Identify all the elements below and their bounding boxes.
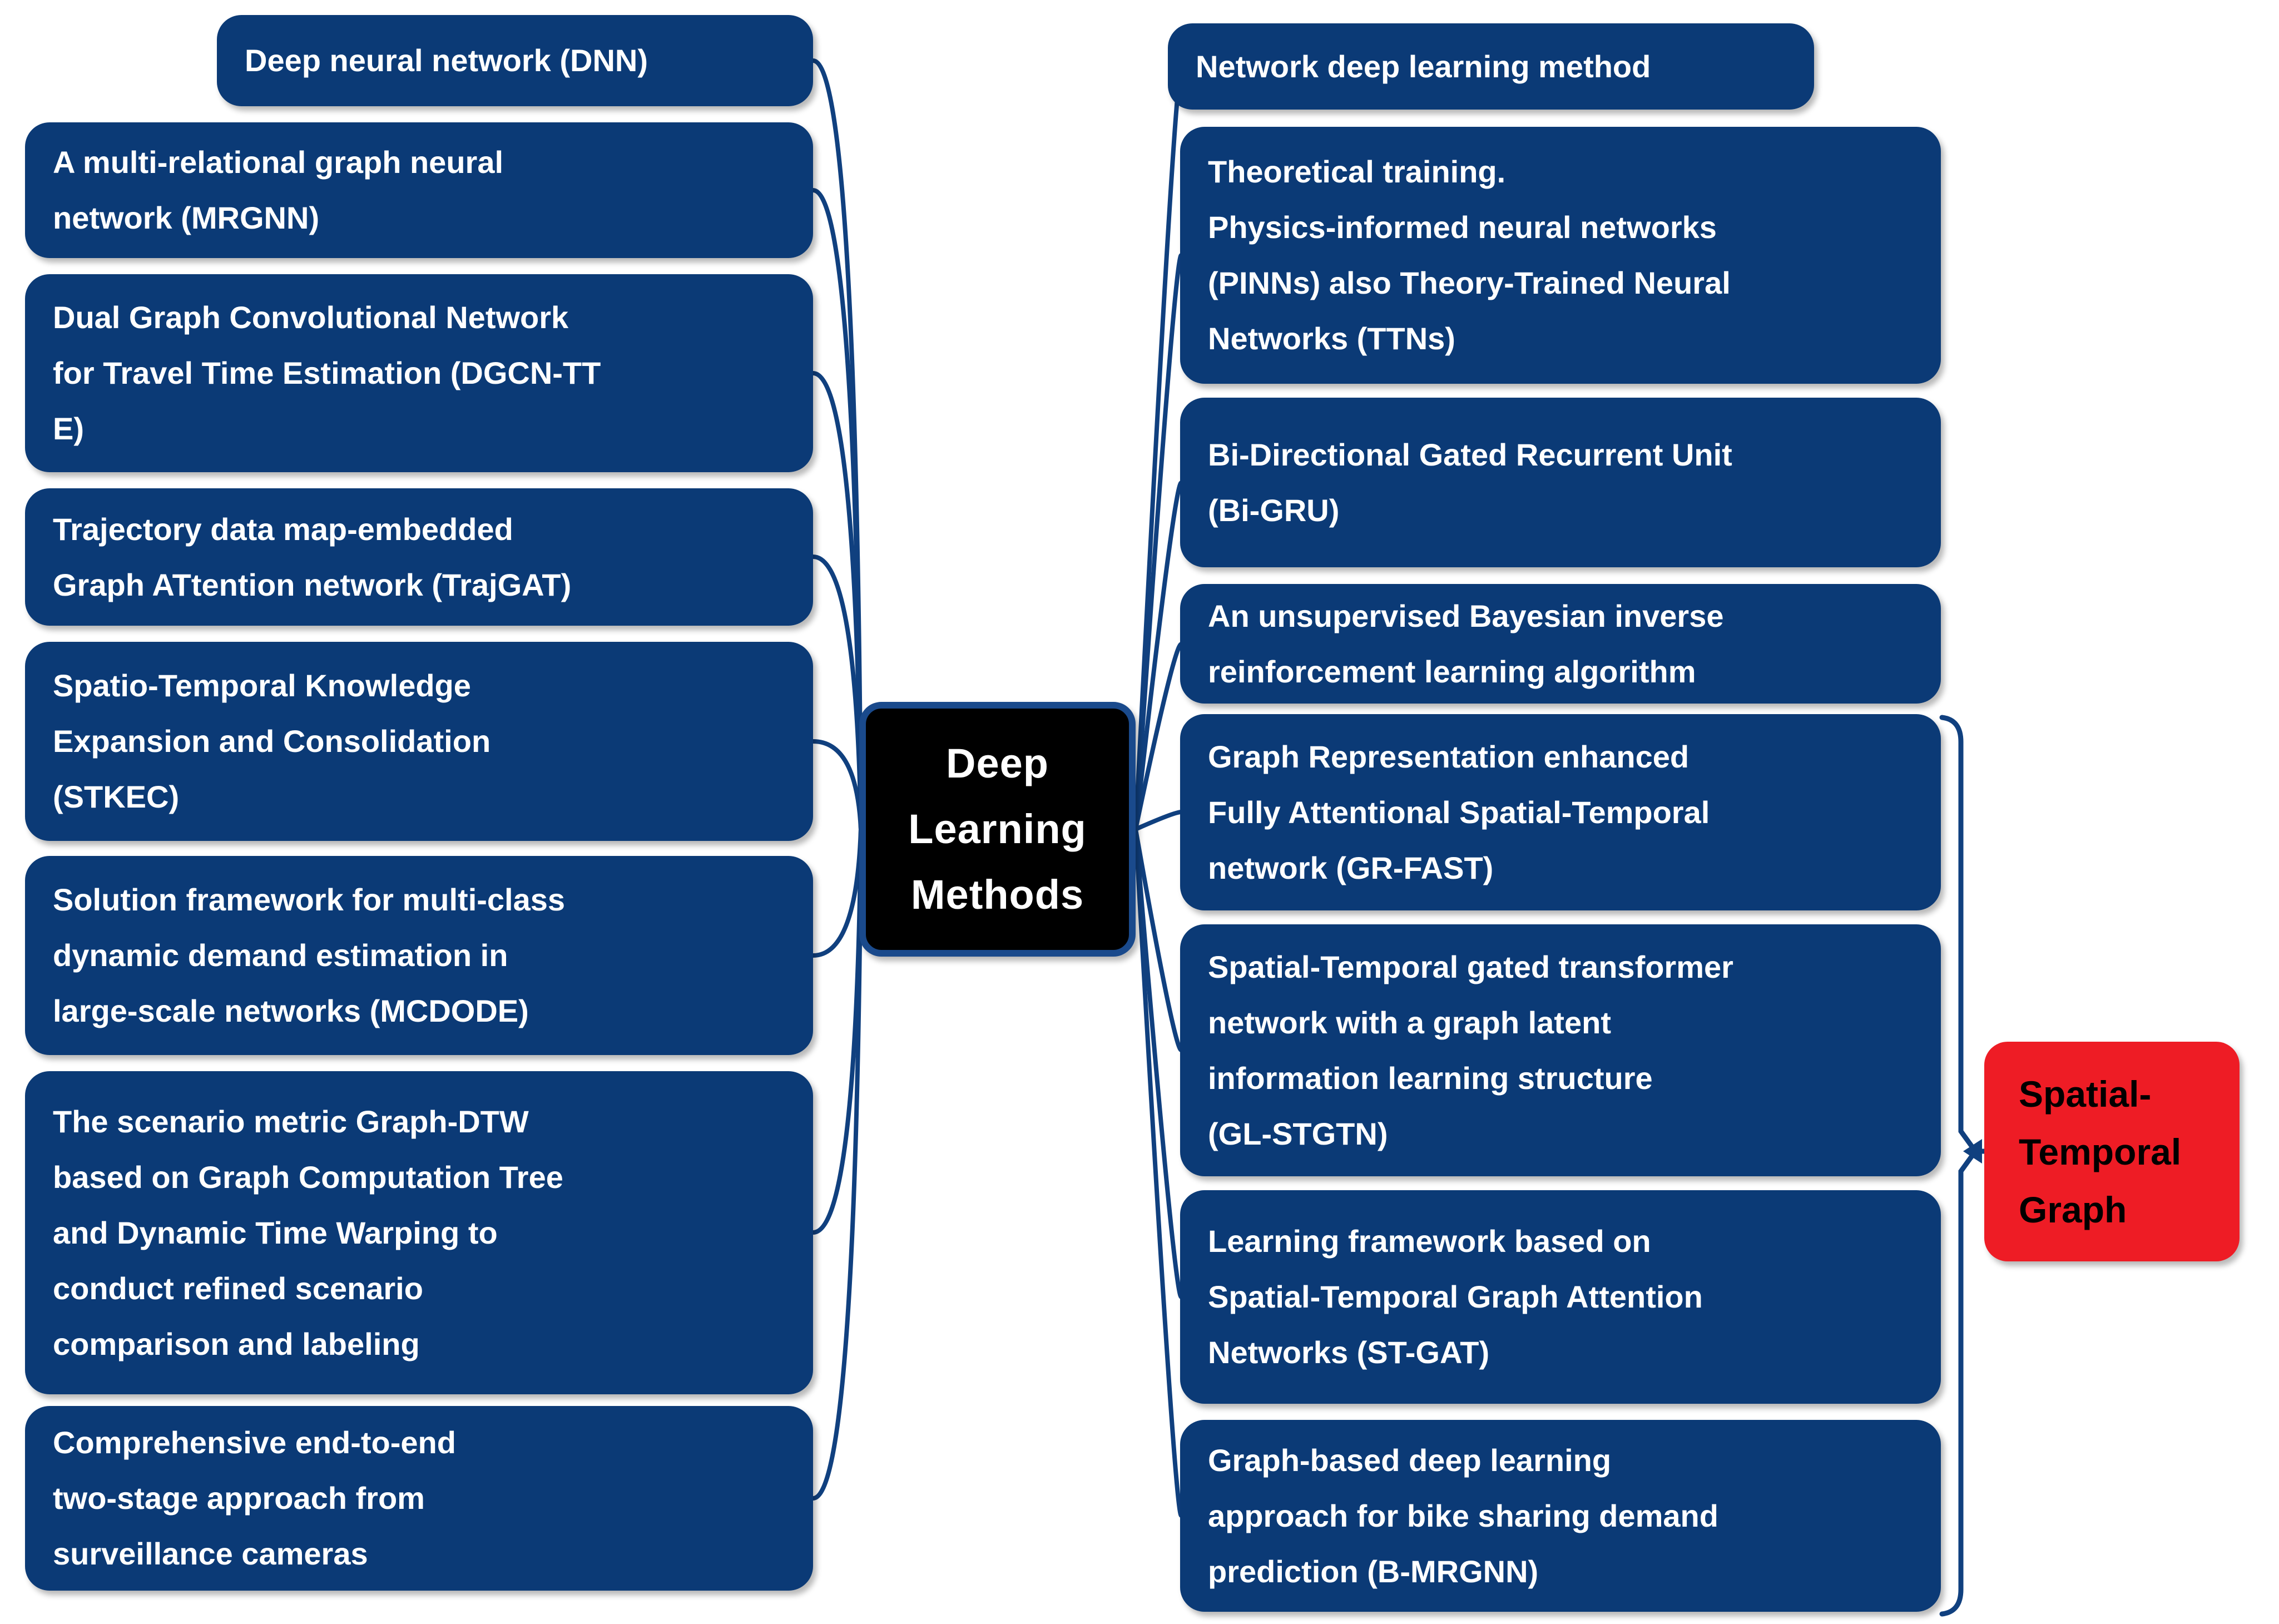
- node-label: An unsupervised Bayesian inverse reinfor…: [1208, 598, 1724, 689]
- node-stkec: Spatio-Temporal Knowledge Expansion and …: [25, 642, 813, 841]
- node-mcdode: Solution framework for multi-class dynam…: [25, 856, 813, 1055]
- node-label: Spatial-Temporal gated transformer netwo…: [1208, 949, 1733, 1151]
- node-st-gat: Learning framework based on Spatial-Temp…: [1180, 1190, 1941, 1404]
- node-label: Solution framework for multi-class dynam…: [53, 882, 566, 1028]
- group-bracket: [1939, 715, 1987, 1617]
- node-trajgat: Trajectory data map-embedded Graph ATten…: [25, 488, 813, 626]
- node-label: Graph-based deep learning approach for b…: [1208, 1442, 1718, 1589]
- node-network-deep-learning: Network deep learning method: [1168, 23, 1814, 110]
- node-label: The scenario metric Graph-DTW based on G…: [53, 1103, 563, 1361]
- node-graph-dtw: The scenario metric Graph-DTW based on G…: [25, 1071, 813, 1394]
- node-label: Theoretical training. Physics-informed n…: [1208, 154, 1731, 356]
- node-label: Graph Representation enhanced Fully Atte…: [1208, 739, 1710, 885]
- node-label: Learning framework based on Spatial-Temp…: [1208, 1224, 1703, 1370]
- node-b-mrgnn: Graph-based deep learning approach for b…: [1180, 1420, 1941, 1612]
- node-bayesian-inverse-rl: An unsupervised Bayesian inverse reinfor…: [1180, 584, 1941, 704]
- node-pinns-ttns: Theoretical training. Physics-informed n…: [1180, 127, 1941, 384]
- left-connector-curves: [811, 58, 863, 1501]
- node-label: A multi-relational graph neural network …: [53, 145, 504, 235]
- bracket-arrow: [1963, 1139, 1982, 1163]
- node-dnn: Deep neural network (DNN): [217, 15, 813, 106]
- node-label: Comprehensive end-to-end two-stage appro…: [53, 1425, 456, 1571]
- node-label: Spatio-Temporal Knowledge Expansion and …: [53, 668, 491, 814]
- group-node-label: Spatial- Temporal Graph: [2019, 1073, 2182, 1230]
- right-connector-curves: [1133, 67, 1183, 1518]
- node-label: Trajectory data map-embedded Graph ATten…: [53, 511, 572, 602]
- center-node-deep-learning-methods: Deep Learning Methods: [859, 702, 1136, 957]
- node-label: Deep neural network (DNN): [245, 43, 648, 78]
- center-node-label: Deep Learning Methods: [908, 740, 1087, 918]
- group-node-spatial-temporal-graph: Spatial- Temporal Graph: [1984, 1042, 2240, 1261]
- node-mrgnn: A multi-relational graph neural network …: [25, 122, 813, 258]
- node-label: Network deep learning method: [1196, 48, 1651, 84]
- node-two-stage-surveillance: Comprehensive end-to-end two-stage appro…: [25, 1406, 813, 1591]
- node-label: Bi-Directional Gated Recurrent Unit (Bi-…: [1208, 437, 1732, 528]
- node-bi-gru: Bi-Directional Gated Recurrent Unit (Bi-…: [1180, 398, 1941, 567]
- node-gl-stgtn: Spatial-Temporal gated transformer netwo…: [1180, 924, 1941, 1176]
- node-dgcn-tte: Dual Graph Convolutional Network for Tra…: [25, 274, 813, 472]
- node-gr-fast: Graph Representation enhanced Fully Atte…: [1180, 714, 1941, 910]
- node-label: Dual Graph Convolutional Network for Tra…: [53, 300, 601, 446]
